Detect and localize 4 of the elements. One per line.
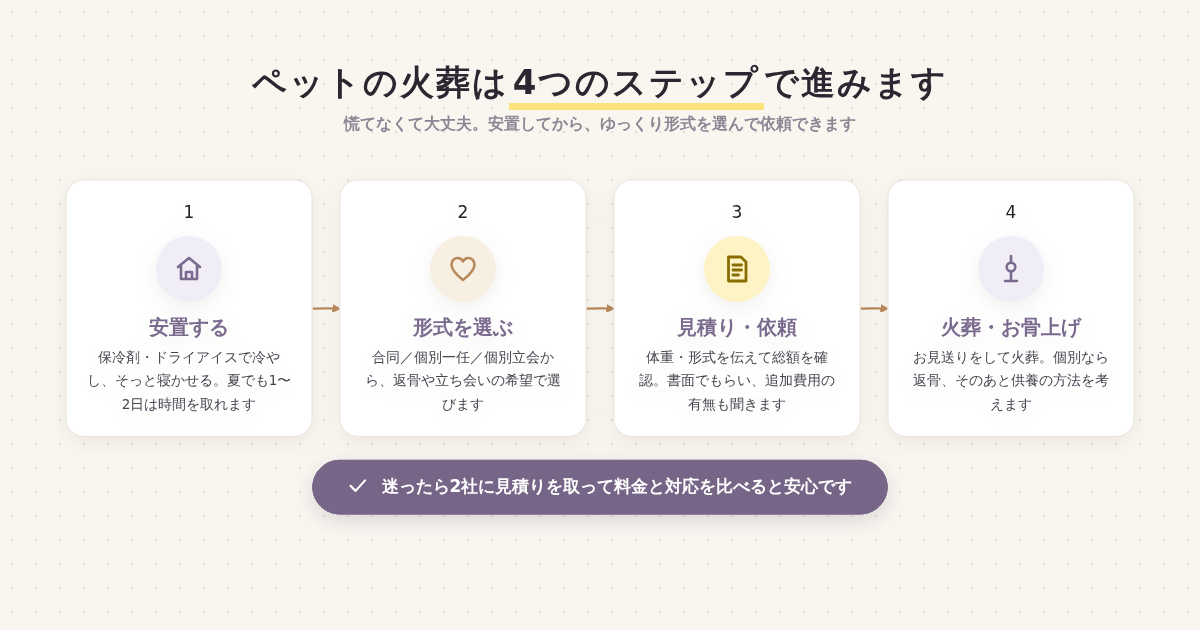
subtitle: 慌てなくて大丈夫。安置してから、ゆっくり形式を選んで依頼できます — [344, 114, 856, 136]
arrow — [586, 304, 615, 313]
arrow — [312, 304, 341, 313]
arrow — [860, 304, 889, 313]
